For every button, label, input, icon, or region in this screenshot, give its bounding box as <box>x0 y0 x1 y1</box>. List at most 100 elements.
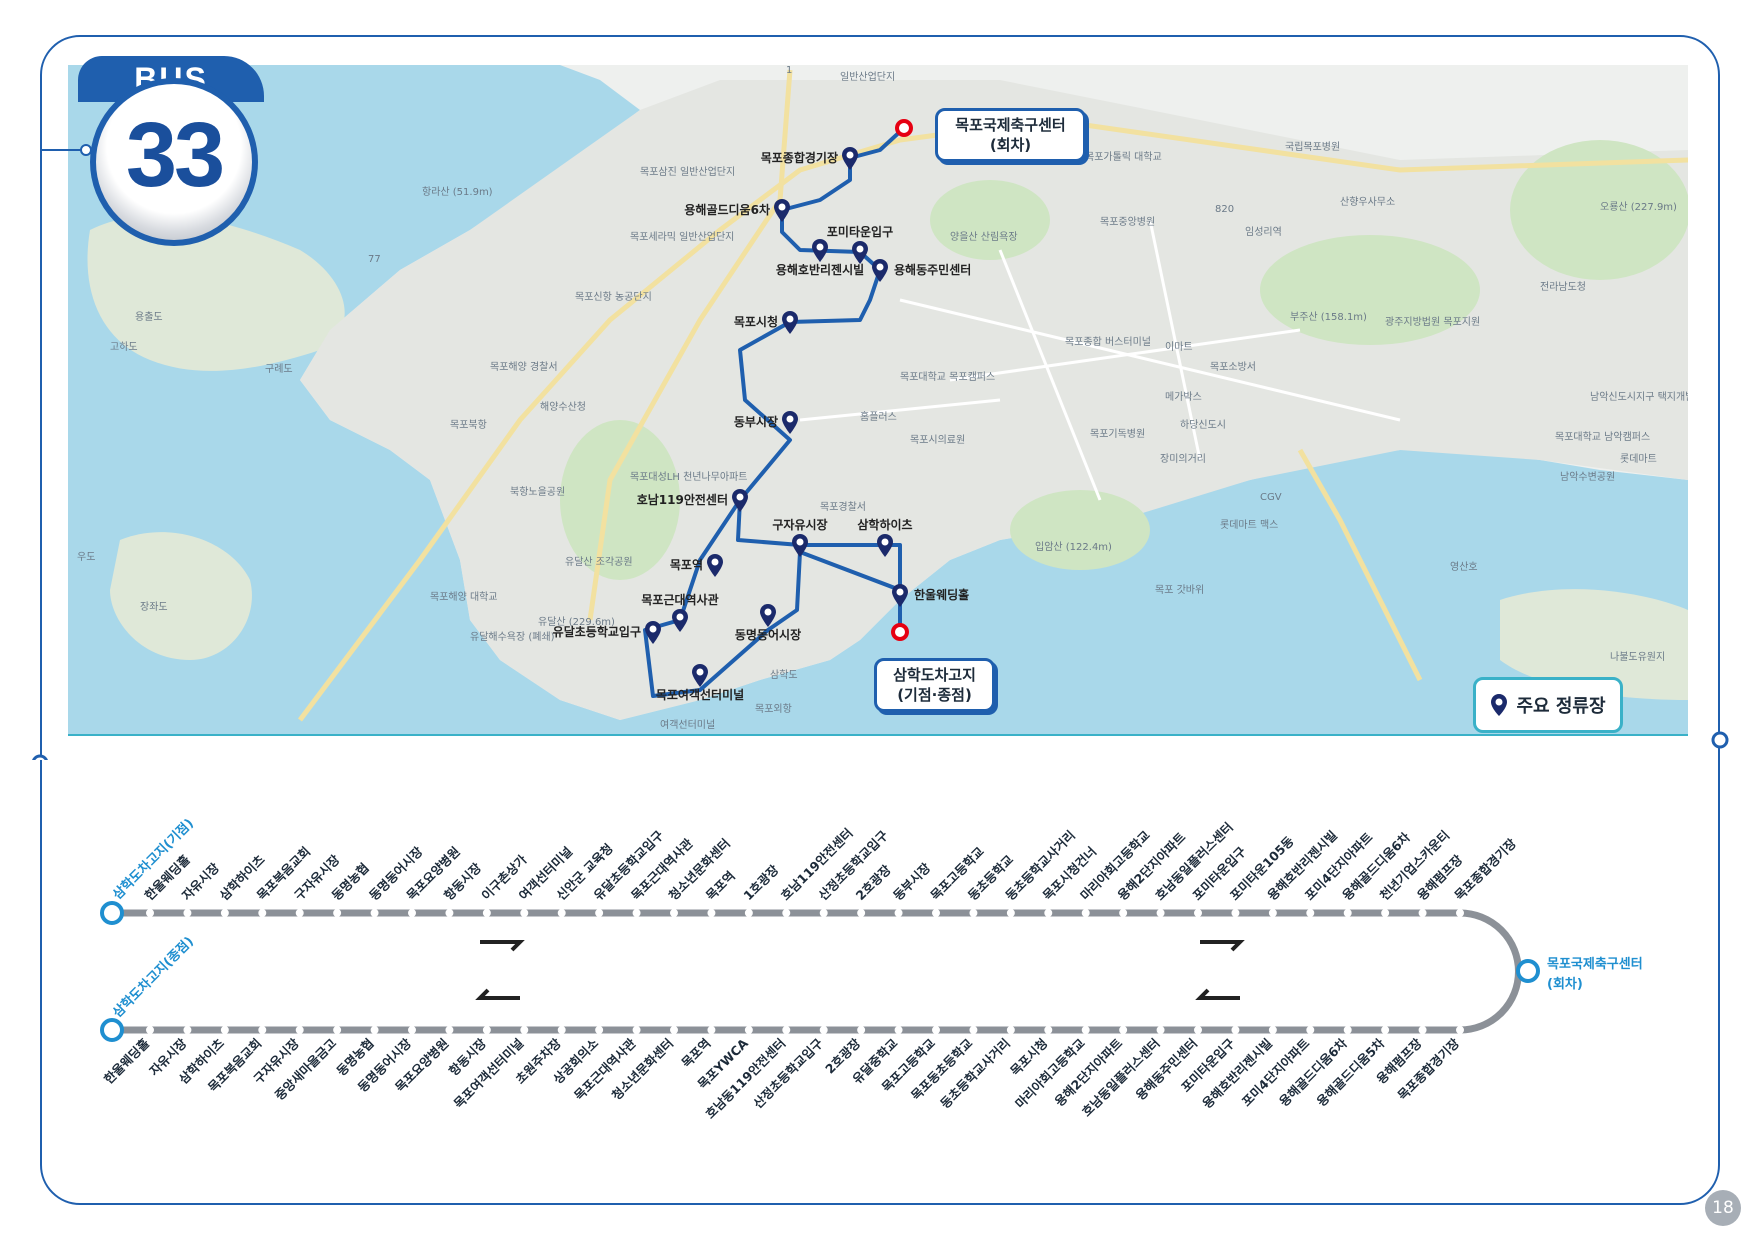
map-stop: 포미타운입구 <box>827 224 893 264</box>
map-label: 일반산업단지 <box>840 70 895 83</box>
map-label: 우도 <box>77 551 95 563</box>
map-stop-label: 삼학하이츠 <box>857 517 912 532</box>
minor-roads <box>799 219 1401 501</box>
ibamsan-park <box>1010 490 1150 570</box>
map-label: 1 <box>786 65 792 76</box>
map-label: 목포외항 <box>755 703 792 715</box>
map-stop: 목포종합경기장 <box>761 147 858 170</box>
island-right <box>1500 589 1688 700</box>
map-label: 전라남도청 <box>1540 281 1586 293</box>
map-label: 남악신도시지구 택지개발 <box>1590 391 1694 403</box>
map-stop-label: 목포역 <box>670 557 703 572</box>
map-label: 북항노을공원 <box>510 486 565 498</box>
map-stop: 목포시청 <box>734 311 798 334</box>
map-stop-label: 구자유시장 <box>772 517 827 532</box>
route-card <box>40 35 1720 1205</box>
map-label: 목포시의료원 <box>910 434 965 446</box>
yudalsan-park <box>560 420 680 580</box>
map-stop: 용해골드디움6차 <box>684 199 790 222</box>
map-stop: 호남119안전센터 <box>637 489 748 512</box>
map-label: 오룡산 (227.9m) <box>1600 201 1677 213</box>
map-label: 유달해수욕장 (폐쇄) <box>470 630 555 643</box>
map-label: 해양수산청 <box>540 400 586 413</box>
map-label: 이마트 <box>1165 341 1193 353</box>
map-sea <box>68 65 1688 735</box>
map-label: 목포대학교 목포캠퍼스 <box>900 371 995 383</box>
map-stop-label: 한울웨딩홀 <box>914 587 969 602</box>
map-labels: 일반산업단지 목포삼진 일반산업단지 목포세라믹 일반산업단지 목포신항 농공단… <box>77 65 1694 731</box>
map-label: 목포대학교 남악캠퍼스 <box>1555 431 1650 443</box>
map-label: 목포가톨릭 대학교 <box>1085 151 1162 163</box>
map-label: 임성리역 <box>1245 225 1282 238</box>
terminal-pin-icon <box>891 623 909 641</box>
map-label: 유달산 (229.6m) <box>538 616 615 628</box>
map-label: 목포 갓바위 <box>1155 583 1204 596</box>
map-label: 메가박스 <box>1165 391 1202 403</box>
map-stop-label: 유달초등학교입구 <box>553 624 641 639</box>
map-stop: 한울웨딩홀 <box>892 584 969 607</box>
map-stop-label: 목포근대역사관 <box>641 592 718 607</box>
oryongsan-park <box>1510 140 1688 280</box>
map-stop-label: 용해호반리젠시빌 <box>776 262 864 277</box>
map-stop: 용해동주민센터 <box>872 259 971 282</box>
map-label: 유달산 조각공원 <box>565 556 633 568</box>
map-stop-label: 호남119안전센터 <box>637 492 728 507</box>
map-label: 목포세라믹 일반산업단지 <box>630 230 734 243</box>
map-stop-label: 용해동주민센터 <box>894 262 971 277</box>
route-map: 일반산업단지 목포삼진 일반산업단지 목포세라믹 일반산업단지 목포신항 농공단… <box>32 65 1729 760</box>
map-stop: 삼학하이츠 <box>857 517 913 557</box>
map-stop-label: 포미타운입구 <box>827 224 893 239</box>
map-label: 목포중앙병원 <box>1100 216 1155 228</box>
turnaround-note: (회차) <box>989 136 1032 154</box>
island-small <box>110 532 252 660</box>
map-stop: 동명동어시장 <box>735 604 801 642</box>
map-stop: 용해호반리젠시빌 <box>776 239 864 277</box>
map-label: 고하도 <box>110 340 138 353</box>
map-label: 부주산 (158.1m) <box>1290 311 1367 323</box>
legend: 주요 정류장 <box>1473 677 1623 733</box>
map-stop-label: 동명동어시장 <box>735 627 801 642</box>
map-label: 롯데마트 맥스 <box>1220 519 1278 531</box>
map-label: 영산호 <box>1450 561 1478 573</box>
turnaround-name: 목포국제축구센터 <box>955 116 1066 134</box>
stop-pin-icon <box>1491 694 1508 716</box>
map-stop-label: 동부시장 <box>734 415 778 429</box>
map-label: 목포북항 <box>450 419 487 431</box>
map-label: 용출도 <box>135 311 163 323</box>
map-label: 820 <box>1215 204 1234 215</box>
map-label: 홈플러스 <box>860 410 897 423</box>
map-label: 장좌도 <box>140 601 168 613</box>
turnaround-pin-icon <box>895 119 913 137</box>
terminal-callout: 삼학도차고지 (기점·종점) <box>874 658 995 712</box>
map-label: 목포해양 대학교 <box>430 590 498 603</box>
map-stop: 구자유시장 <box>772 517 828 557</box>
map-label: 목포삼진 일반산업단지 <box>640 165 735 178</box>
map-stop: 동부시장 <box>734 411 798 434</box>
map-label: 목포종합 버스터미널 <box>1065 336 1151 348</box>
bujusan-park <box>1260 235 1480 345</box>
map-label: 롯데마트 <box>1620 453 1657 465</box>
right-connector-dot <box>1711 731 1729 749</box>
map-label: 구례도 <box>265 363 293 375</box>
map-stop: 유달초등학교입구 <box>553 621 661 644</box>
map-label: 입암산 (122.4m) <box>1035 540 1112 553</box>
legend-label: 주요 정류장 <box>1516 696 1606 717</box>
map-label: 목포신항 농공단지 <box>575 291 652 303</box>
map-label: 하당신도시 <box>1180 418 1226 431</box>
map-stop: 목포근대역사관 <box>641 592 719 632</box>
map-label: 남악수변공원 <box>1560 471 1615 483</box>
map-label: 목포해양 경찰서 <box>490 360 558 373</box>
map-label: 목포소방서 <box>1210 361 1256 373</box>
island-goha <box>87 215 345 371</box>
map-stop-label: 목포여객선터미널 <box>656 687 744 702</box>
map-stop: 목포역 <box>670 554 723 577</box>
left-connector-dot <box>32 754 48 760</box>
route-number-circle <box>90 78 258 246</box>
map-label: 산향우사무소 <box>1340 196 1395 208</box>
map-label: 광주지방법원 목포지원 <box>1385 316 1480 328</box>
map-stop-label: 목포종합경기장 <box>761 150 838 165</box>
route-number: 33 <box>125 104 225 206</box>
map-label: 여객선터미널 <box>660 719 715 731</box>
map-label: 목포경찰서 <box>820 500 866 513</box>
